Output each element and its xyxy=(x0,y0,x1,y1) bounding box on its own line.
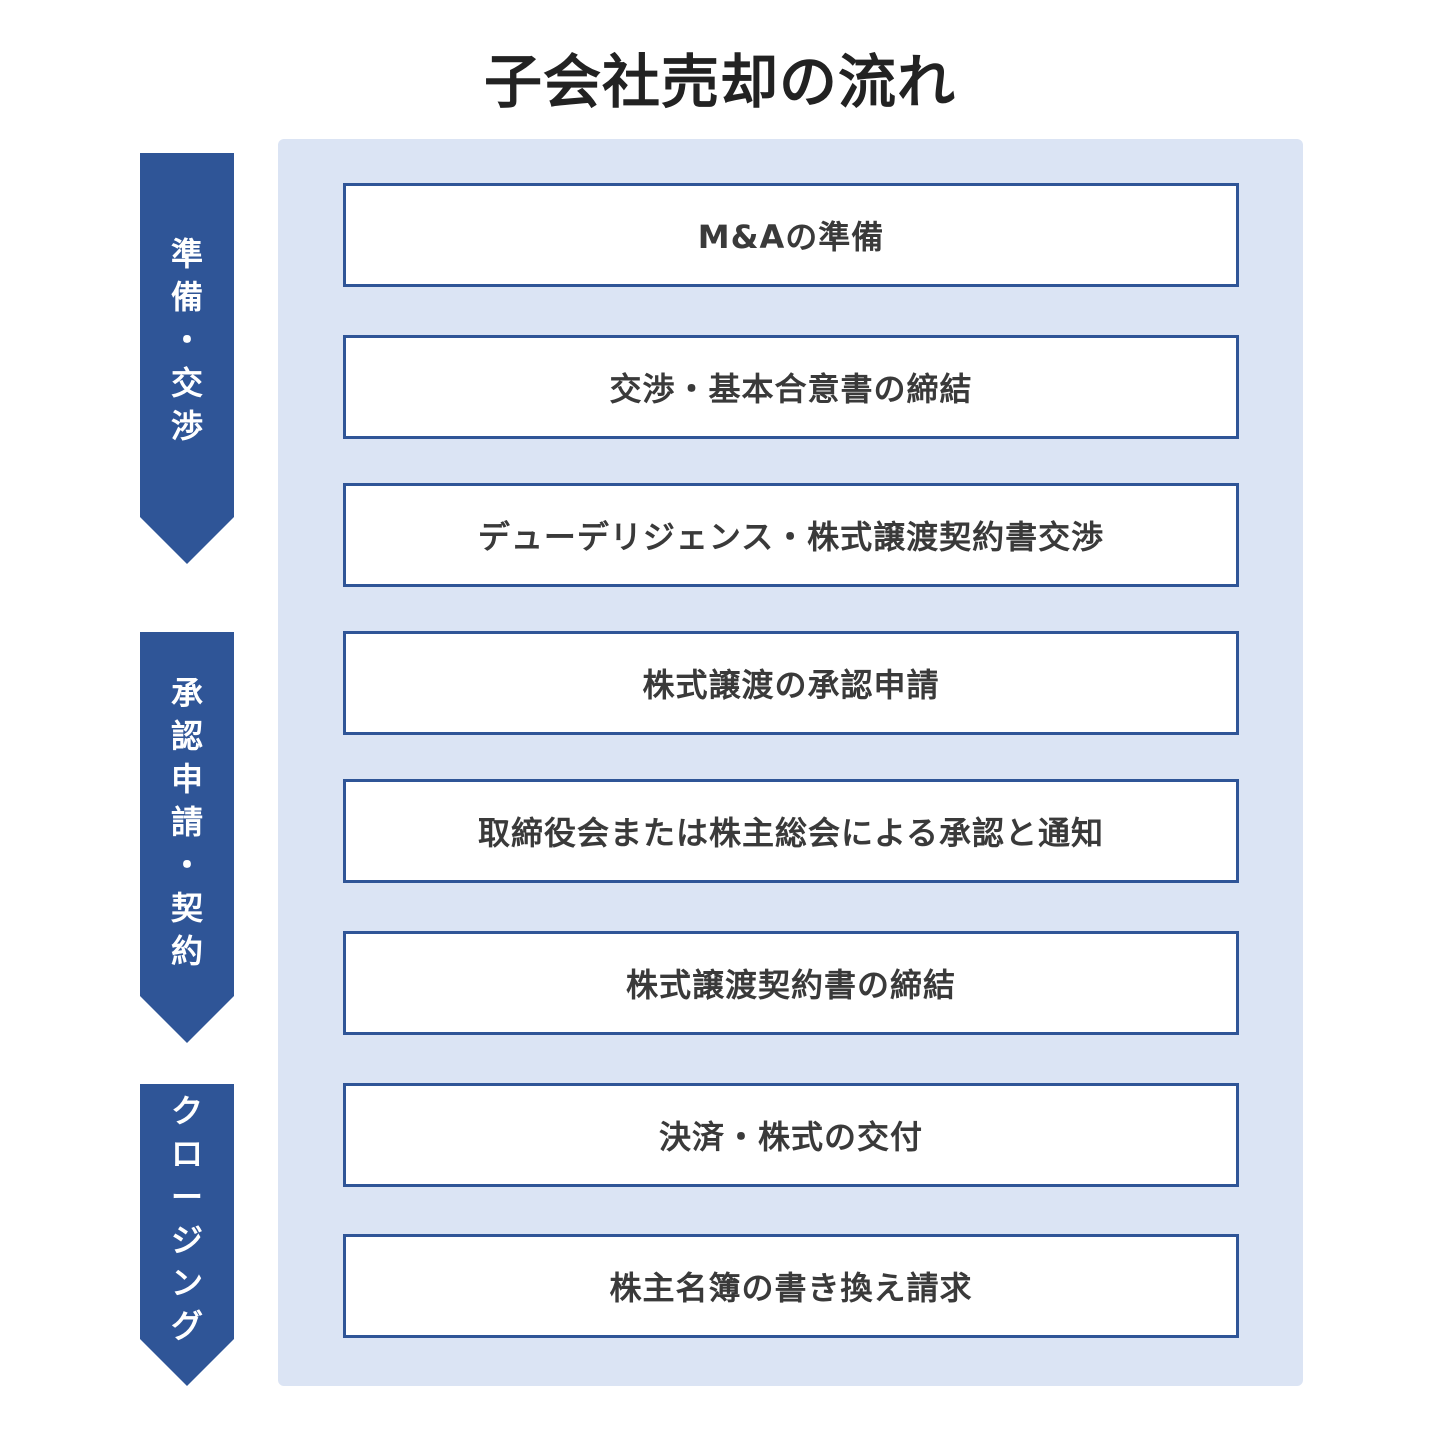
step-box: 株式譲渡の承認申請 xyxy=(343,631,1239,735)
diagram-title: 子会社売却の流れ xyxy=(483,48,956,116)
step-box: 交渉・基本合意書の締結 xyxy=(343,335,1239,439)
phase-label-closing: ク ロ ー ジ ン グ xyxy=(170,1092,203,1345)
step-box: デューデリジェンス・株式譲渡契約書交渉 xyxy=(343,483,1239,587)
phase-label-preparation: 準 備 ・ 交 渉 xyxy=(170,235,203,445)
arrow-shape xyxy=(140,1084,234,1386)
step-box: 株主名簿の書き換え請求 xyxy=(343,1234,1239,1338)
phase-arrow-approval: 承 認 申 請 ・ 契 約 xyxy=(140,632,234,1043)
steps-panel xyxy=(278,139,1303,1386)
arrow-shape xyxy=(140,632,234,1043)
step-box: M&Aの準備 xyxy=(343,183,1239,287)
step-box: 取締役会または株主総会による承認と通知 xyxy=(343,779,1239,883)
phase-label-approval: 承 認 申 請 ・ 契 約 xyxy=(170,674,203,970)
arrow-shape xyxy=(140,153,234,564)
step-box: 株式譲渡契約書の締結 xyxy=(343,931,1239,1035)
step-box: 決済・株式の交付 xyxy=(343,1083,1239,1187)
phase-arrow-closing: ク ロ ー ジ ン グ xyxy=(140,1084,234,1386)
phase-arrow-preparation: 準 備 ・ 交 渉 xyxy=(140,153,234,564)
